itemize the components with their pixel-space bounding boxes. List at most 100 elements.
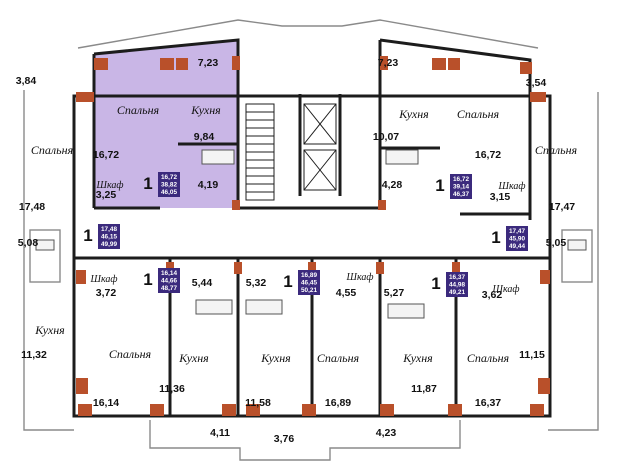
room-area: 4,11 [210,427,230,439]
apartment-room-count: 1 [491,228,500,247]
apartment-area-box [158,268,180,293]
room-area: 3,76 [274,433,295,445]
room-label-kitchen: Кухня [260,351,291,365]
stair-core [245,103,337,201]
apartment-area-value: 16,72 [453,176,469,183]
apartment-area-value: 46,37 [453,191,469,198]
room-area: 7,23 [378,57,399,69]
room-area: 11,15 [519,349,545,361]
room-label-kitchen: Кухня [178,351,209,365]
apartment-area-value: 49,21 [449,289,465,296]
apartment-area-box [446,272,468,297]
room-label-kitchen: Кухня [34,323,65,337]
room-area: 5,05 [546,237,567,249]
apartment-area-value: 49,99 [101,241,117,248]
walls [72,38,552,418]
room-area: 5,27 [384,287,405,299]
room-area: 16,89 [325,397,351,409]
closet-label: Шкаф [498,181,526,192]
closet-label: Шкаф [492,284,520,295]
apartment-area-value: 39,14 [453,184,469,191]
apartment-area-value: 16,72 [161,174,177,181]
room-area: 5,44 [192,277,213,289]
room-area: 17,48 [19,201,45,213]
room-area: 16,72 [93,149,119,161]
highlighted-apartment[interactable] [94,40,238,208]
room-area: 16,14 [93,397,119,409]
apartment-area-value: 44,98 [449,282,465,289]
balcony-outlines [23,19,599,461]
closet-label: Шкаф [90,274,118,285]
apartment-area-value: 46,05 [161,189,177,196]
apartment-room-count: 1 [283,272,292,291]
apartment-room-count: 1 [435,176,444,195]
accent-walls [76,56,550,416]
room-area: 5,08 [18,237,39,249]
room-area: 3,62 [482,289,503,301]
apartment-room-count: 1 [431,274,440,293]
apartment-area-box [98,224,120,249]
apartment-area-value: 17,47 [509,228,525,235]
apartment-area-value: 45,90 [509,236,525,243]
apartment-area-value: 50,21 [301,287,317,294]
room-area: 11,36 [159,383,185,395]
room-area: 11,32 [21,349,47,361]
room-area: 9,84 [194,131,215,143]
apartment-room-count: 1 [83,226,92,245]
room-area: 17,47 [549,201,575,213]
room-area: 4,23 [376,427,397,439]
apartment-area-value: 46,15 [101,234,117,241]
room-area: 3,54 [526,77,547,89]
apartment-area-value: 16,14 [161,270,177,277]
apartment-area-box [298,270,320,295]
apartment-area-value: 17,48 [101,226,117,233]
apartment-area-value: 44,66 [161,278,177,285]
room-label-kitchen: Кухня [398,107,429,121]
room-area: 3,84 [16,75,37,87]
room-area: 5,32 [246,277,267,289]
apartment-area-value: 16,37 [449,274,465,281]
room-label-bedroom: Спальня [31,143,74,157]
apartment-area-box [450,174,472,199]
room-area: 16,37 [475,397,501,409]
room-label-kitchen: Кухня [190,103,221,117]
apartment-area-box [158,172,180,197]
apartment-room-count: 1 [143,174,152,193]
room-label-bedroom: Спальня [117,103,160,117]
room-area: 16,72 [475,149,501,161]
room-label-bedroom: Спальня [457,107,500,121]
bathroom-fixtures [35,149,587,319]
apartment-area-value: 16,89 [301,272,317,279]
room-label-bedroom: Спальня [317,351,360,365]
closet-label: Шкаф [96,180,124,191]
room-label-bedroom: Спальня [467,351,510,365]
room-area: 10,07 [373,131,399,143]
apartment-area-value: 38,82 [161,182,177,189]
room-area: 4,55 [336,287,357,299]
apartment-area-value: 46,45 [301,280,317,287]
apartment-area-value: 49,44 [509,243,525,250]
room-label-bedroom: Спальня [109,347,152,361]
room-area: 4,19 [198,179,219,191]
room-area: 3,15 [490,191,511,203]
room-area: 11,87 [411,383,437,395]
room-area: 11,58 [245,397,271,409]
room-area: 3,72 [96,287,117,299]
room-area: 3,25 [96,189,117,201]
room-area: 7,23 [198,57,219,69]
apartment-area-value: 48,77 [161,285,177,292]
apartment-area-box [506,226,528,251]
room-area: 4,28 [382,179,403,191]
closet-label: Шкаф [346,272,374,283]
room-label-kitchen: Кухня [402,351,433,365]
room-label-bedroom: Спальня [535,143,578,157]
apartment-room-count: 1 [143,270,152,289]
